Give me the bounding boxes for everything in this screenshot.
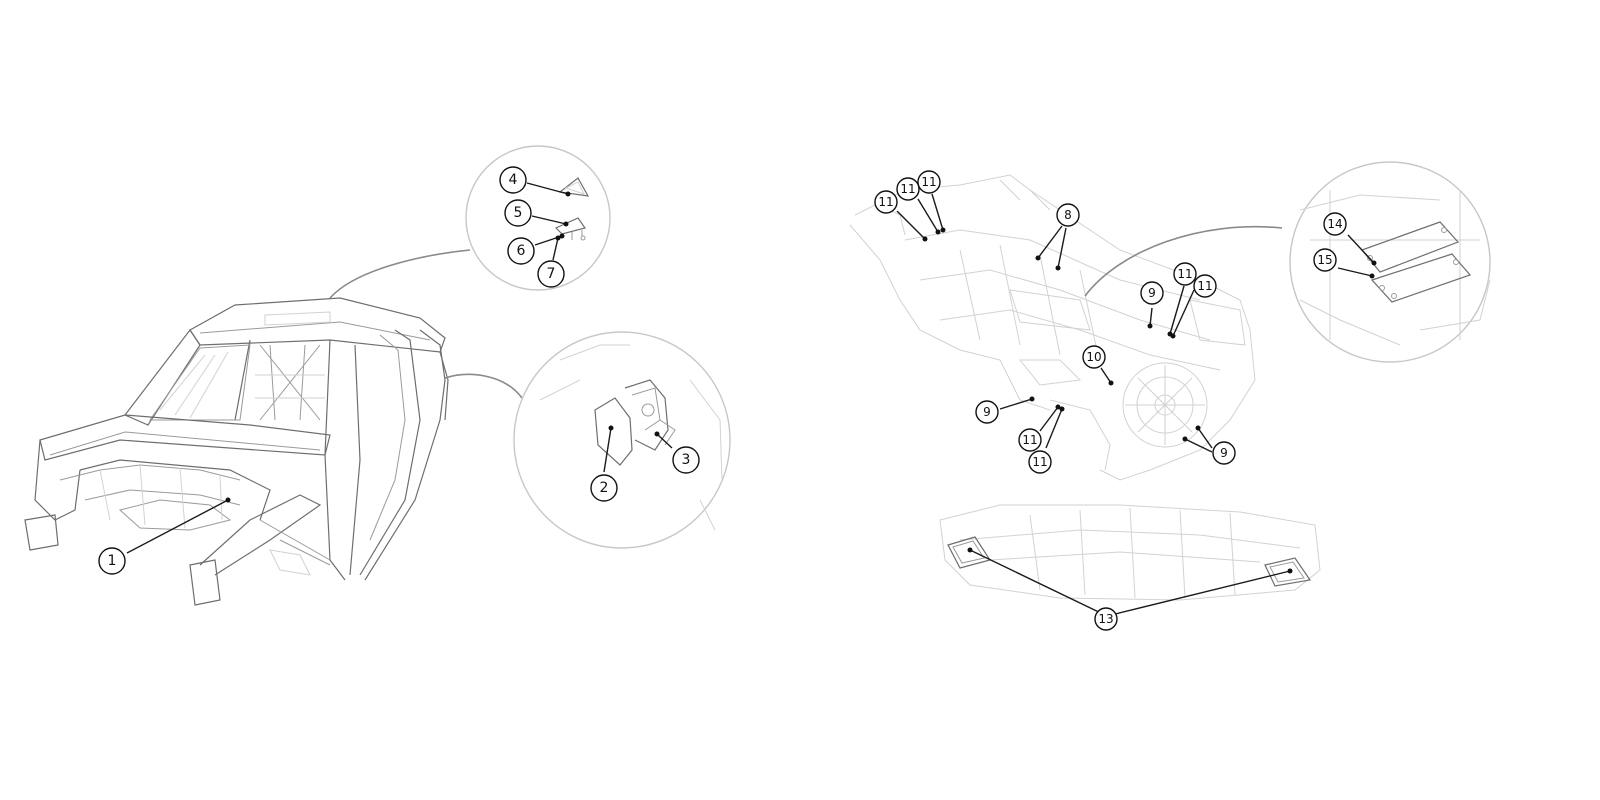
callout-11b: 11 xyxy=(896,177,920,201)
callout-label: 11 xyxy=(1197,279,1212,293)
callout-9a: 9 xyxy=(1140,281,1164,305)
callout-label: 11 xyxy=(1177,267,1192,281)
leader-lines-left xyxy=(126,182,673,554)
leader-lines-right xyxy=(896,193,1377,617)
callout-label: 11 xyxy=(878,195,893,209)
callout-label: 4 xyxy=(509,172,518,188)
connector-antenna xyxy=(329,249,471,299)
callout-6: 6 xyxy=(507,237,535,265)
callout-label: 2 xyxy=(600,480,609,496)
callout-10: 10 xyxy=(1082,345,1106,369)
callout-11g: 11 xyxy=(1028,450,1052,474)
callout-9b: 9 xyxy=(975,400,999,424)
fuel-door-inset xyxy=(513,331,731,549)
connector-plates xyxy=(1084,225,1283,297)
callout-11f: 11 xyxy=(1018,428,1042,452)
callout-13: 13 xyxy=(1094,607,1118,631)
connector-fuel-door xyxy=(444,373,523,399)
callout-label: 11 xyxy=(900,182,915,196)
car-body-icon xyxy=(24,297,449,606)
callout-label: 11 xyxy=(921,175,936,189)
callout-1: 1 xyxy=(98,547,126,575)
callout-4: 4 xyxy=(499,166,527,194)
antenna-fin-icon xyxy=(558,177,590,197)
callout-3: 3 xyxy=(672,446,700,474)
callout-label: 8 xyxy=(1064,208,1072,222)
callout-5: 5 xyxy=(504,199,532,227)
reflector-left-icon xyxy=(947,536,991,569)
callout-11a: 11 xyxy=(874,190,898,214)
reflector-right-icon xyxy=(1264,557,1312,587)
callout-label: 11 xyxy=(1032,455,1047,469)
callout-label: 9 xyxy=(1220,446,1228,460)
callout-label: 9 xyxy=(1148,286,1156,300)
callout-label: 6 xyxy=(517,243,526,259)
callout-7: 7 xyxy=(537,260,565,288)
callout-label: 10 xyxy=(1086,350,1101,364)
callout-label: 3 xyxy=(682,452,691,468)
callout-14: 14 xyxy=(1323,212,1347,236)
callout-11d: 11 xyxy=(1173,262,1197,286)
callout-15: 15 xyxy=(1313,248,1337,272)
bumper-icon xyxy=(939,504,1321,601)
callout-11e: 11 xyxy=(1193,274,1217,298)
callout-label: 7 xyxy=(547,266,556,282)
callout-8: 8 xyxy=(1056,203,1080,227)
callout-label: 15 xyxy=(1317,253,1332,267)
callout-label: 5 xyxy=(514,205,523,221)
callout-2: 2 xyxy=(590,474,618,502)
fuel-flap-icon xyxy=(594,397,633,466)
callout-label: 9 xyxy=(983,405,991,419)
antenna-base-icon xyxy=(554,217,586,235)
callout-label: 13 xyxy=(1098,612,1113,626)
callout-label: 14 xyxy=(1327,217,1342,231)
callout-9c: 9 xyxy=(1212,441,1236,465)
callout-label: 11 xyxy=(1022,433,1037,447)
car-floor-icon xyxy=(849,174,1256,481)
callout-label: 1 xyxy=(108,553,117,569)
plate-lower-icon xyxy=(1370,253,1472,303)
callout-11c: 11 xyxy=(917,170,941,194)
